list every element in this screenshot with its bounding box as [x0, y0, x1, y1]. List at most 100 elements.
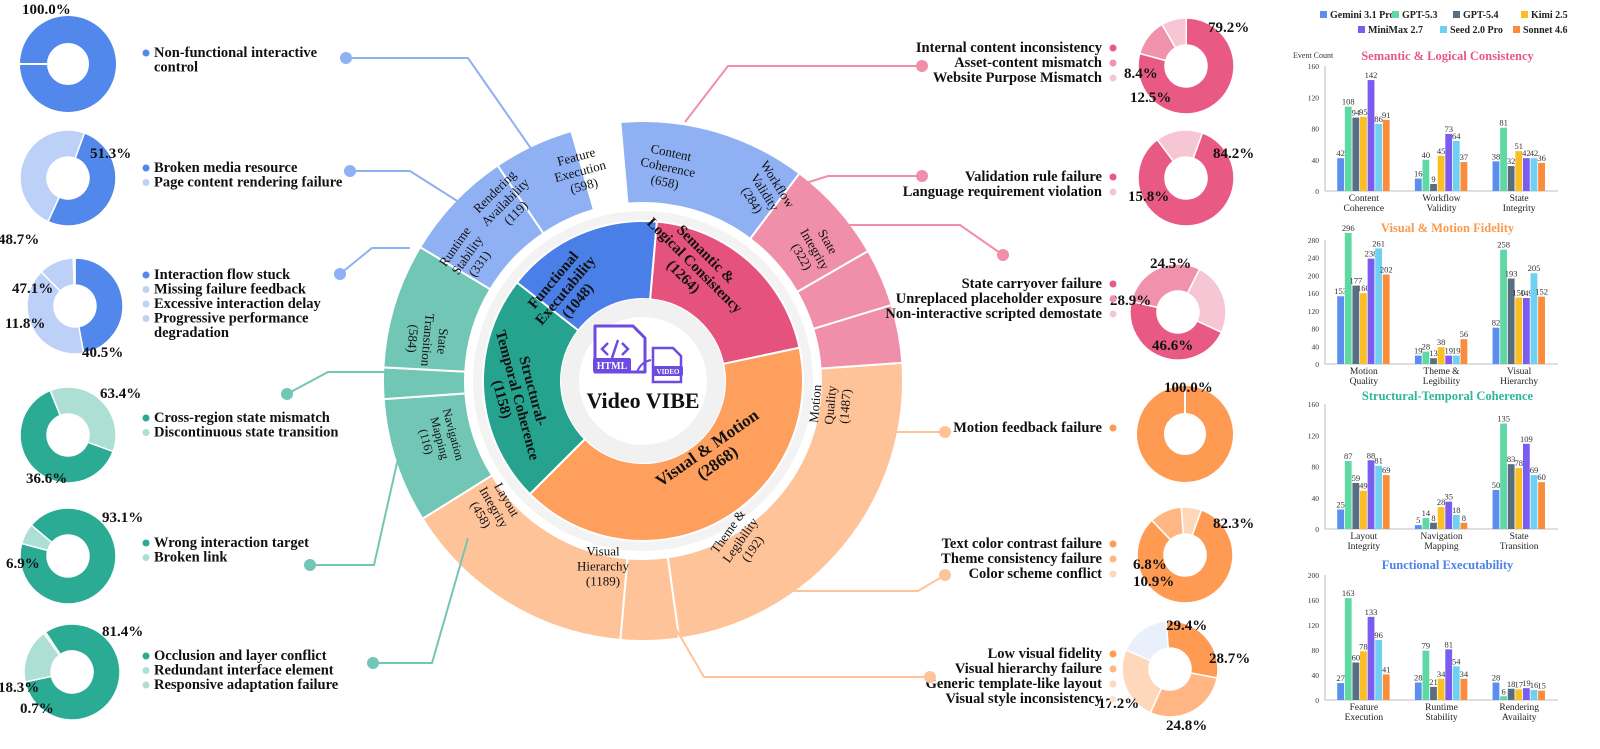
y-tick-label: 280 [1308, 236, 1320, 245]
legend-bullet [1109, 74, 1117, 82]
bar [1422, 351, 1430, 364]
x-tick-label: State [1510, 532, 1529, 542]
bar-value-label: 88 [1367, 450, 1376, 460]
outer-segment-label: (584) [404, 324, 421, 353]
y-tick-label: 40 [1312, 342, 1320, 351]
donut-pct-label: 81.4% [102, 624, 143, 640]
x-tick-label: Integrity [1347, 542, 1380, 552]
donut-pct-label: 46.6% [1152, 338, 1193, 354]
bar-value-label: 135 [1497, 414, 1510, 424]
bar [1414, 525, 1422, 529]
connector-line [346, 57, 533, 151]
bar [1430, 686, 1437, 700]
bar [1460, 162, 1468, 191]
bar [1422, 518, 1430, 529]
legend-bullet [142, 414, 150, 422]
bar-value-label: 35 [1444, 492, 1453, 502]
donut-pct-label: 47.1% [12, 281, 53, 297]
bar [1352, 285, 1360, 364]
bar-value-label: 153 [1334, 286, 1347, 296]
bar [1515, 151, 1523, 191]
bar-value-label: 38 [1437, 337, 1446, 347]
y-tick-label: 0 [1315, 525, 1319, 534]
donut-slice [42, 630, 62, 657]
bar [1382, 674, 1390, 700]
bar [1538, 296, 1545, 364]
bar-value-label: 34 [1437, 669, 1446, 679]
bar-value-label: 108 [1342, 97, 1355, 107]
bar [1360, 116, 1367, 191]
legend-item-label: Language requirement violation [903, 184, 1102, 200]
legend-item-label: control [154, 60, 198, 76]
legend-bullet [142, 667, 150, 674]
bar-value-label: 69 [1382, 465, 1391, 475]
bar [1538, 690, 1545, 700]
bar [1445, 501, 1453, 529]
legend-swatch [1521, 11, 1528, 18]
outer-segment [382, 366, 467, 401]
bar [1375, 465, 1383, 529]
x-tick-label: Runtime [1425, 703, 1458, 713]
y-tick-label: 80 [1312, 646, 1320, 655]
bar-value-label: 69 [1530, 465, 1539, 475]
bar [1430, 183, 1437, 191]
x-tick-label: Rendering [1499, 703, 1539, 713]
x-tick-label: Workflow [1422, 193, 1460, 204]
bar-value-label: 27 [1336, 673, 1345, 683]
bar-value-label: 258 [1497, 240, 1510, 250]
bar [1522, 443, 1530, 529]
legend-label: MiniMax 2.7 [1368, 25, 1423, 36]
bar-value-label: 17 [1515, 679, 1524, 689]
x-tick-label: Navigation [1420, 532, 1462, 542]
y-tick-label: 120 [1308, 307, 1320, 316]
legend-bullet [1109, 650, 1117, 658]
legend-bullet [1109, 665, 1117, 673]
bar-value-label: 25 [1336, 499, 1345, 509]
bar [1367, 80, 1375, 191]
donut-slice [72, 257, 76, 286]
bar [1360, 651, 1367, 700]
donut-slice [1137, 17, 1235, 115]
y-tick-label: 80 [1312, 463, 1320, 472]
connector-line [837, 224, 1004, 256]
legend-bullet [1109, 310, 1117, 318]
legend-item-label: Internal content inconsistency [916, 40, 1103, 56]
y-tick-label: 0 [1315, 696, 1319, 705]
bar [1414, 178, 1422, 191]
x-tick-label: Execution [1345, 713, 1384, 723]
bar [1367, 258, 1375, 364]
donut-pct-label: 6.9% [6, 556, 40, 572]
legend-bullet [142, 286, 150, 293]
legend-bullet [142, 49, 150, 57]
legend-bullet [1109, 44, 1117, 52]
donut-slice [1180, 506, 1203, 537]
y-tick-label: 160 [1308, 289, 1320, 298]
bar [1445, 355, 1453, 364]
bar [1507, 464, 1515, 529]
bar-value-label: 21 [1429, 677, 1438, 687]
bar-value-label: 6 [1501, 686, 1505, 696]
connector-line [310, 431, 405, 566]
legend-item-label: Website Purpose Mismatch [933, 70, 1102, 86]
bar-value-label: 37 [1460, 152, 1469, 162]
bar-value-label: 81 [1374, 456, 1383, 466]
y-tick-label: 160 [1308, 400, 1320, 409]
donut-pct-label: 100.0% [22, 2, 71, 18]
outer-segment-label: Hierarchy [577, 559, 629, 574]
legend-bullet [1109, 280, 1117, 288]
center-title: Video VIBE [586, 388, 699, 413]
donut-slice [26, 270, 85, 355]
bar-value-label: 42 [1336, 148, 1345, 158]
bar [1538, 162, 1545, 191]
y-tick-label: 120 [1308, 621, 1320, 630]
bar-value-label: 14 [1422, 508, 1431, 518]
bar [1522, 298, 1530, 364]
legend-label: Seed 2.0 Pro [1450, 25, 1503, 36]
outer-segment-label: Quality [821, 384, 839, 425]
donut-pct-label: 28.7% [1209, 651, 1250, 667]
bar [1452, 141, 1460, 191]
bar-value-label: 15 [1537, 681, 1546, 691]
bar [1382, 475, 1390, 529]
